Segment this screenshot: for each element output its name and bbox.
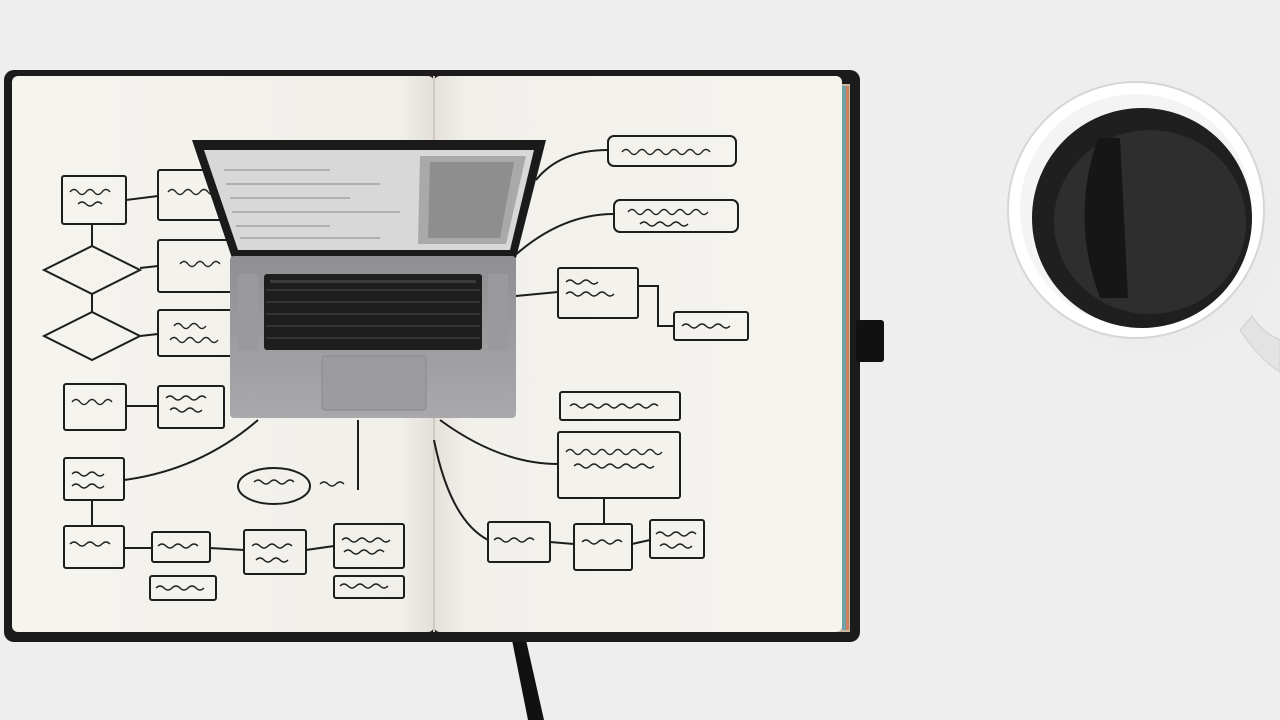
flow-box bbox=[333, 575, 405, 599]
flow-box bbox=[559, 391, 681, 421]
flow-box bbox=[649, 519, 705, 559]
coffee-cup bbox=[990, 80, 1280, 380]
right-page bbox=[434, 76, 842, 632]
flow-diamond bbox=[41, 244, 143, 296]
laptop-keyboard bbox=[264, 274, 482, 350]
laptop bbox=[192, 140, 546, 418]
handwriting-scribbles bbox=[69, 148, 731, 591]
laptop-trackpad bbox=[321, 355, 427, 411]
flow-oval bbox=[237, 467, 311, 505]
cup-handle bbox=[1239, 315, 1280, 373]
flowchart-sketch bbox=[41, 135, 749, 601]
flow-box bbox=[149, 575, 217, 601]
flow-box bbox=[243, 529, 307, 575]
notebook-strap bbox=[856, 320, 884, 362]
flow-box bbox=[613, 199, 739, 233]
ribbon-bookmark bbox=[512, 640, 544, 720]
